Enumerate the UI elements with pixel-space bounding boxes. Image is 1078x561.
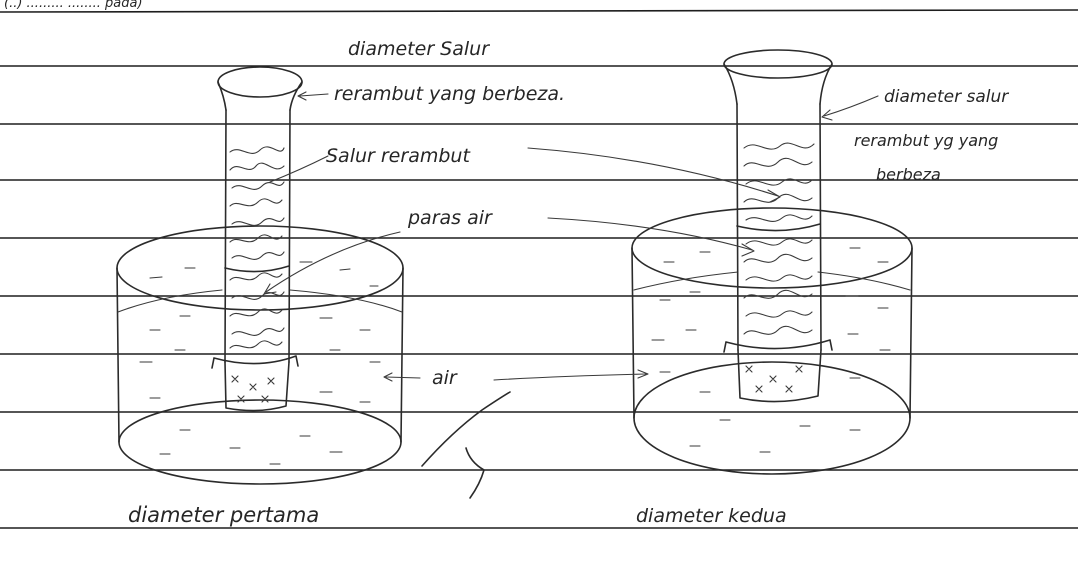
right-beaker-rim <box>632 208 912 288</box>
caption-right: diameter kedua <box>636 505 787 527</box>
left-water-surface <box>118 290 402 312</box>
right-tube-wall <box>820 104 821 350</box>
label-right-diameter-line1: diameter salur <box>884 87 1009 107</box>
header-partial-text: (..) ......... ........ pada) <box>4 0 143 11</box>
arrow-right-diameter <box>824 96 878 116</box>
label-left-diameter-line1: diameter Salur <box>348 38 490 60</box>
label-left-diameter-line2: rerambut yang berbeza. <box>334 83 565 105</box>
left-tube-wall <box>289 110 290 362</box>
handwritten-labels: diameter Salur rerambut yang berbeza. Sa… <box>326 38 1009 389</box>
label-right-diameter-line2: rerambut yg yang <box>854 131 998 150</box>
captions: diameter pertama diameter kedua <box>128 503 787 527</box>
arrow-left-diameter <box>300 94 328 96</box>
right-tube-bottom <box>738 350 821 402</box>
arrow-capillary-right <box>528 148 778 196</box>
right-beaker-wall <box>910 248 912 418</box>
pen-scribble <box>466 448 484 498</box>
left-beaker-wall <box>401 268 403 442</box>
right-beaker <box>632 208 912 474</box>
arrowhead <box>742 244 754 256</box>
left-water-level-mark <box>225 266 289 272</box>
right-water-level-mark <box>737 224 820 231</box>
left-beaker <box>117 226 403 484</box>
right-capillary-tube <box>724 50 832 402</box>
right-beaker-wall <box>632 248 634 418</box>
label-right-diameter-line3: berbeza <box>876 165 941 184</box>
left-capillary-hatch <box>230 147 284 348</box>
right-apparatus <box>632 50 912 474</box>
right-tube-opening <box>724 50 832 78</box>
right-tube-bottom-hatch <box>746 366 802 392</box>
arrow-water-right <box>494 374 646 380</box>
arrow-water-level-right <box>548 218 752 250</box>
right-tube-funnel <box>724 64 832 104</box>
right-beaker-base <box>634 362 910 474</box>
left-tube-opening <box>218 67 302 97</box>
left-tube-bottom-hatch <box>232 376 274 402</box>
left-apparatus <box>117 67 403 484</box>
label-water: air <box>432 367 458 389</box>
left-tube-wall <box>225 110 226 362</box>
arrowhead <box>768 190 780 202</box>
right-tube-collar <box>724 340 832 352</box>
left-beaker-wall <box>117 268 119 442</box>
left-tube-funnel <box>218 82 302 110</box>
arrow-water-level-left <box>266 232 400 292</box>
label-left-water-level: paras air <box>407 207 493 229</box>
rule-line <box>0 10 1078 12</box>
pen-scribble <box>422 392 510 466</box>
label-left-capillary: Salur rerambut <box>326 145 471 167</box>
caption-left: diameter pertama <box>128 503 319 527</box>
arrow-water-left <box>386 377 420 378</box>
left-tube-bottom <box>225 362 289 411</box>
